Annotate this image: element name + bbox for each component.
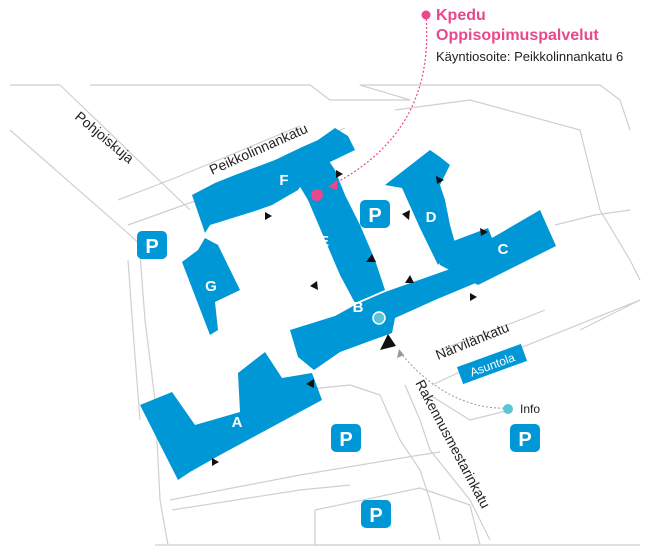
svg-text:P: P: [518, 429, 531, 451]
parking-sign-southeast[interactable]: P: [510, 424, 540, 452]
svg-text:P: P: [339, 429, 352, 451]
callout-address-value: Peikkolinnankatu 6: [514, 49, 624, 64]
triangle-entrance-icon[interactable]: [306, 379, 314, 388]
triangle-entrance-icon[interactable]: [470, 293, 477, 301]
direction-lines: [328, 14, 509, 409]
building-b-info-dot[interactable]: [372, 311, 386, 325]
callout-dotted-line: [329, 14, 428, 187]
triangle-entrance-icon[interactable]: [436, 176, 444, 184]
building-f-label: F: [279, 172, 288, 189]
building-d-shape[interactable]: [385, 150, 455, 265]
building-d-label: D: [426, 209, 437, 226]
parking-sign-west[interactable]: P: [137, 231, 167, 259]
main-entrance-arrow-icon[interactable]: [380, 334, 396, 350]
parking-sign-bottom[interactable]: P: [361, 500, 391, 528]
building-c-label: C: [498, 241, 509, 258]
triangle-entrance-icon[interactable]: [480, 228, 488, 236]
triangle-entrance-icon[interactable]: [336, 170, 343, 178]
info-point-dot[interactable]: [503, 404, 513, 414]
info-label: Info: [520, 402, 540, 416]
building-a-label: A: [232, 414, 243, 431]
triangle-entrance-icon[interactable]: [310, 281, 318, 290]
callout-arrow-head: [328, 180, 337, 190]
location-callout: Kpedu Oppisopimuspalvelut Käyntiosoite: …: [422, 6, 623, 66]
info-guide-line: [399, 351, 509, 409]
parking-sign-center[interactable]: P: [360, 200, 390, 228]
building-f-shape[interactable]: [192, 128, 355, 233]
svg-text:P: P: [145, 236, 158, 258]
building-a-shape[interactable]: [140, 352, 322, 480]
callout-origin-dot: [421, 10, 431, 20]
callout-service: Oppisopimuspalvelut: [436, 27, 599, 44]
triangle-entrance-icon[interactable]: [212, 458, 219, 466]
building-g-shape[interactable]: [182, 238, 240, 335]
triangle-entrance-icon[interactable]: [405, 275, 414, 283]
triangle-entrance-icon[interactable]: [265, 212, 272, 220]
callout-address-label: Käyntiosoite:: [436, 49, 511, 64]
info-arrow-head: [397, 349, 404, 358]
entrance-markers: [212, 170, 488, 466]
triangle-entrance-icon[interactable]: [402, 210, 410, 220]
building-g-label: G: [205, 278, 217, 295]
building-b-label: B: [353, 299, 364, 316]
parking-sign-south[interactable]: P: [331, 424, 361, 452]
triangle-entrance-icon[interactable]: [366, 254, 376, 262]
street-label-pohjoiskuja: Pohjoiskuja: [72, 108, 137, 166]
building-asuntola-shape[interactable]: [456, 343, 528, 385]
location-marker-dot[interactable]: [311, 189, 323, 201]
parking-signs: P P P P P: [137, 200, 540, 528]
callout-organization: Kpedu: [436, 7, 486, 24]
svg-text:P: P: [368, 205, 381, 227]
callout-address: Käyntiosoite: Peikkolinnankatu 6: [436, 48, 623, 66]
street-label-rakennusmestarinkatu: Rakennusmestarinkatu: [412, 377, 493, 511]
building-c-shape[interactable]: [435, 210, 556, 285]
building-e-label: E: [319, 233, 329, 250]
svg-text:P: P: [369, 505, 382, 527]
